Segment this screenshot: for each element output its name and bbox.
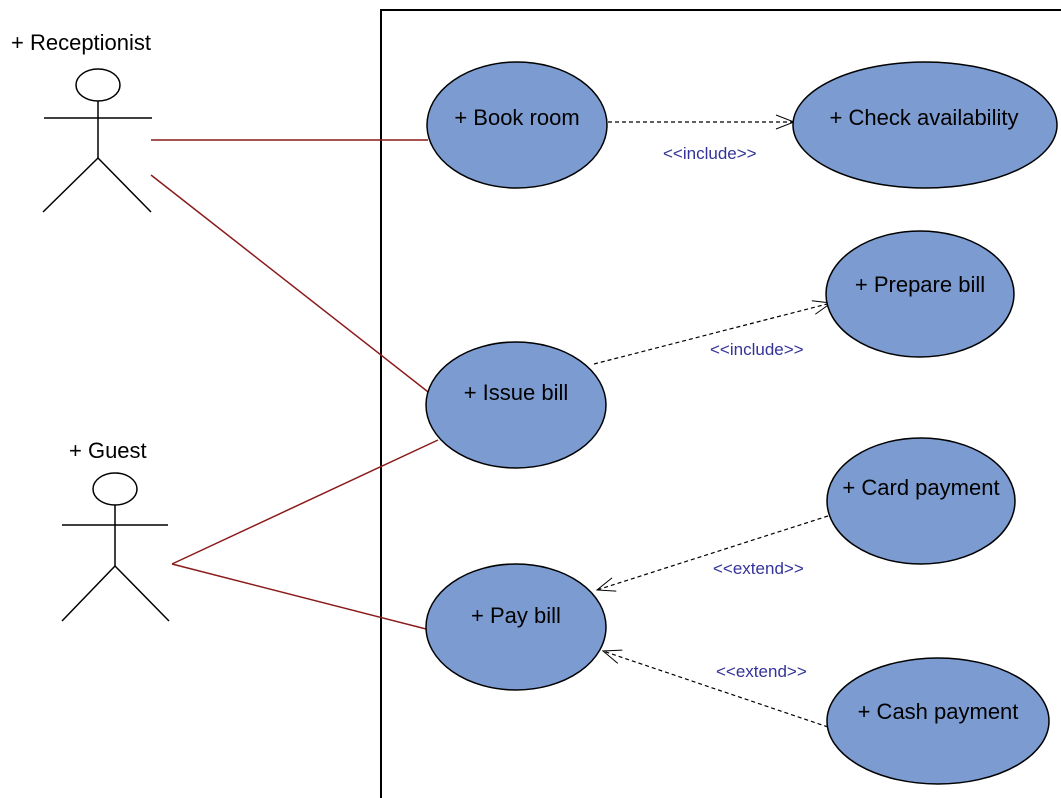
extend-arrow-cash-payment-pay-bill <box>603 651 829 728</box>
use-case-cash-payment[interactable]: + Cash payment <box>826 657 1050 785</box>
use-case-label: + Pay bill <box>471 603 561 628</box>
use-case-card-payment[interactable]: + Card payment <box>826 437 1016 565</box>
association-guest-issue-bill <box>171 439 439 565</box>
stick-figure-icon <box>42 68 152 213</box>
system-boundary <box>380 9 1061 798</box>
use-case-book-room[interactable]: + Book room <box>426 61 608 189</box>
extend-label: <<extend>> <box>713 559 804 578</box>
include-label: <<include>> <box>710 340 804 359</box>
use-case-label: + Cash payment <box>858 699 1019 724</box>
actor-label: + Receptionist <box>11 30 151 55</box>
use-case-pay-bill[interactable]: + Pay bill <box>425 563 607 691</box>
use-case-prepare-bill[interactable]: + Prepare bill <box>825 230 1015 358</box>
use-case-label: + Prepare bill <box>855 272 985 297</box>
use-case-check-availability[interactable]: + Check availability <box>792 61 1058 189</box>
use-case-label: + Card payment <box>842 475 999 500</box>
include-label: <<include>> <box>663 144 757 163</box>
association-guest-pay-bill <box>171 563 431 631</box>
actor-guest: + Guest <box>61 438 170 622</box>
stick-figure-icon <box>61 472 170 622</box>
association-receptionist-issue-bill <box>150 174 433 396</box>
extend-label: <<extend>> <box>716 662 807 681</box>
actor-label: + Guest <box>69 438 147 463</box>
use-case-label: + Book room <box>454 105 579 130</box>
use-case-issue-bill[interactable]: + Issue bill <box>425 341 607 469</box>
extend-arrow-card-payment-pay-bill <box>597 515 829 590</box>
actor-receptionist: + Receptionist <box>11 30 152 213</box>
use-case-label: + Issue bill <box>464 380 569 405</box>
use-case-label: + Check availability <box>830 105 1019 130</box>
include-arrow-issue-bill-prepare-bill <box>593 303 831 365</box>
